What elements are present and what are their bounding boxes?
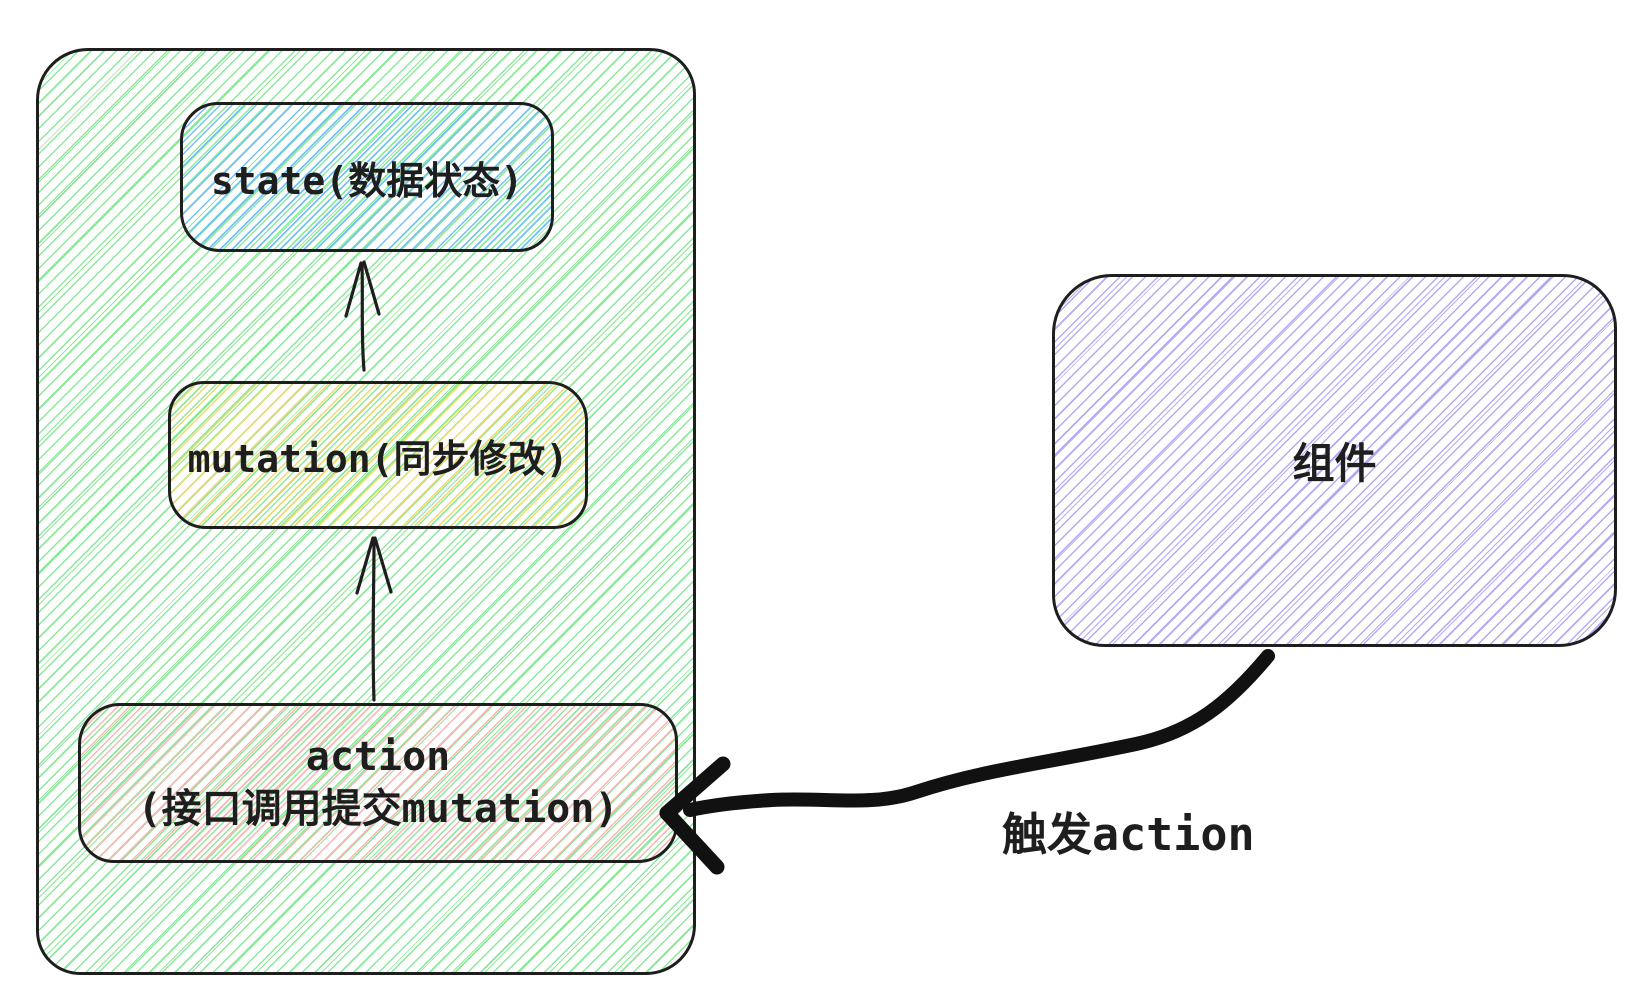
mutation-label: mutation(同步修改) [187, 436, 569, 481]
edge-label-trigger-action: 触发action [1002, 808, 1255, 861]
action-label-line2: (接口调用提交mutation) [137, 786, 619, 832]
state-label: state(数据状态) [210, 158, 524, 203]
component-box: 组件 [1052, 274, 1617, 647]
mutation-box: mutation(同步修改) [168, 381, 588, 529]
component-label: 组件 [1292, 439, 1377, 488]
action-label-line1: action [305, 734, 451, 780]
state-box: state(数据状态) [180, 102, 554, 252]
action-box: action (接口调用提交mutation) [78, 703, 678, 863]
